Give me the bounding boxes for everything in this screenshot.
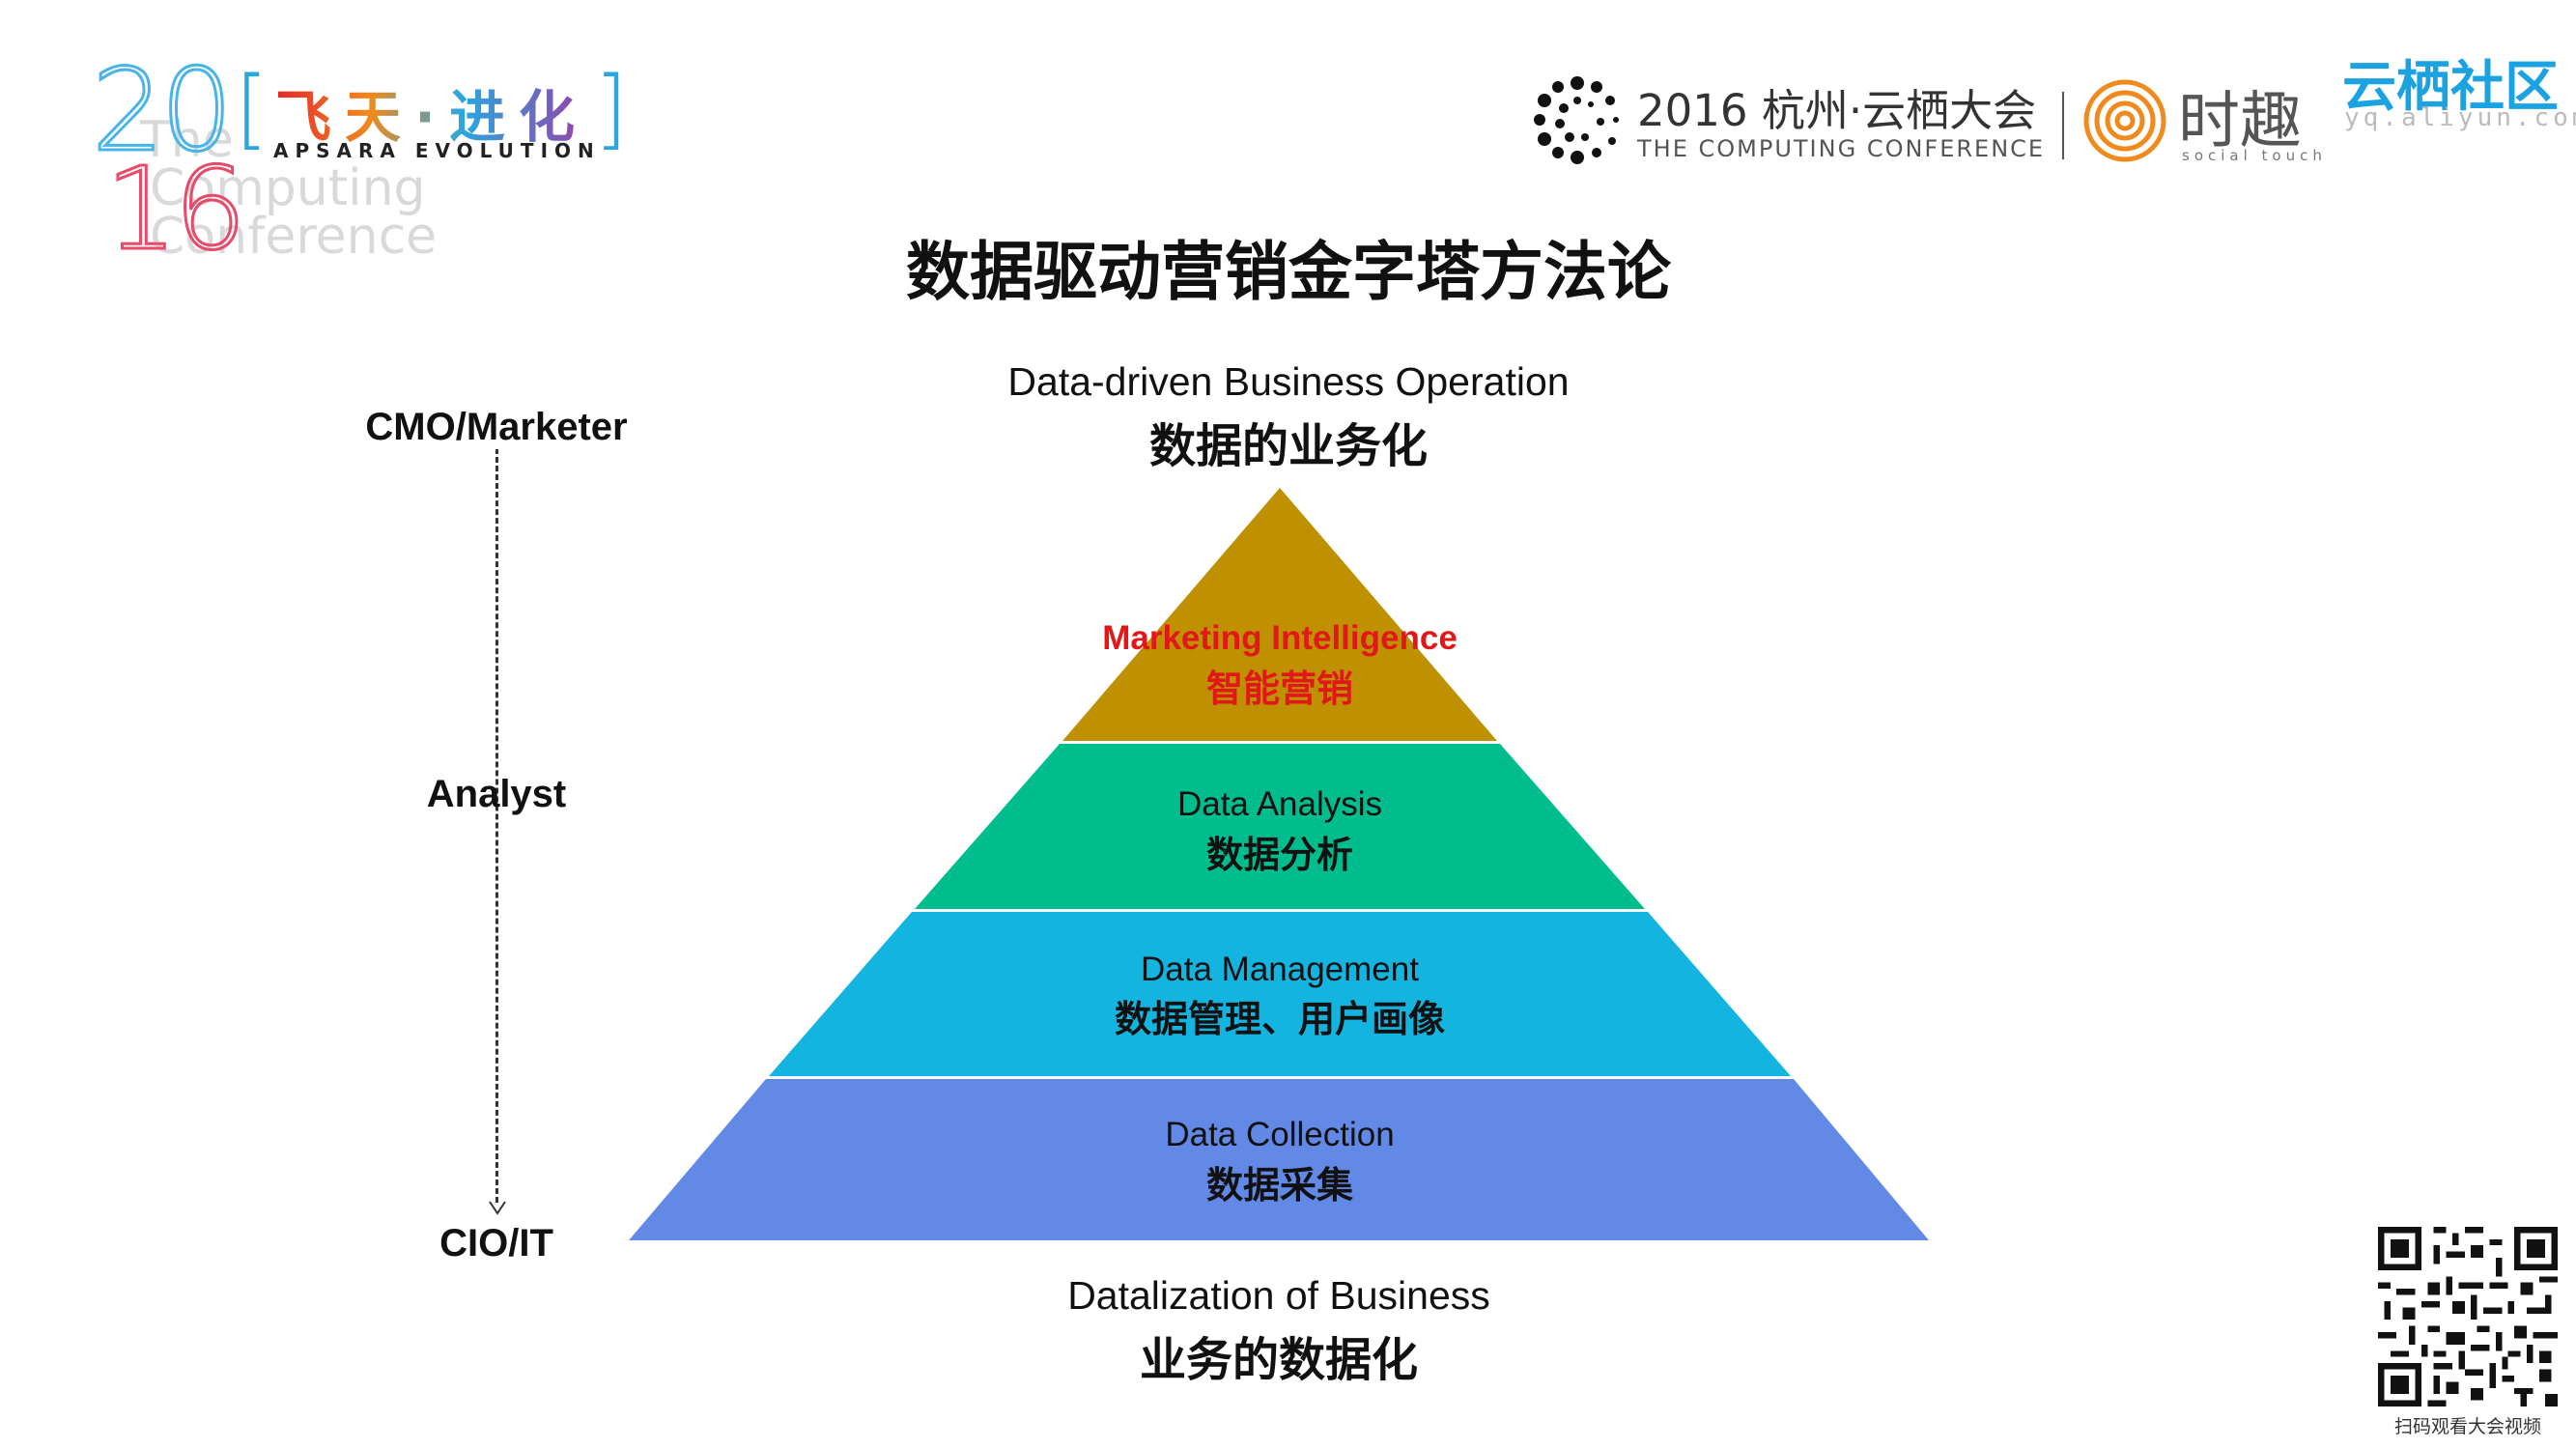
page-title: 数据驱动营销金字塔方法论 [906,235,1671,309]
shiqu-logo: 时趣 social touch [2081,77,2322,174]
logo-apsara-evolution: APSARA EVOLUTION [273,139,601,162]
bottom-caption-en: Datalization of Business [1067,1273,1490,1318]
qr-code-icon [2378,1227,2558,1406]
pyramid-level-2-en: Data Analysis [1176,785,1383,823]
logo-ghost-line-2: Computing [150,159,426,217]
yq-title: 云栖社区 [2342,56,2559,119]
logo-ghost-line-1: The [140,111,234,169]
logo-year-bottom: 16 [103,142,247,275]
computing-conference-logo: 2016 杭州·云栖大会 THE COMPUTING CONFERENCE [1531,68,2043,174]
pyramid-level-1-zh: 智能营销 [1205,668,1353,710]
conference-subtitle: THE COMPUTING CONFERENCE [1637,135,2046,162]
logo-bracket-left: [ [235,58,269,159]
shiqu-swirl-icon [2083,79,2166,162]
pyramid-level-4-en: Data Collection [1165,1116,1395,1153]
conference-dots-icon [1534,76,1619,164]
yunqi-community-logo: 云栖社区 yq.aliyun.com [2342,43,2576,150]
pyramid-level-3-zh: 数据管理、用户画像 [1114,998,1445,1040]
header-divider [2062,92,2064,159]
top-caption-zh: 数据的业务化 [1148,419,1428,473]
side-label-cmo: CMO/Marketer [352,406,641,449]
logo-ghost-line-3: Conference [150,208,438,266]
logo-year-top: 20 [90,43,234,177]
top-caption-en: Data-driven Business Operation [1007,359,1570,404]
pyramid-level-1-en: Marketing Intelligence [1102,619,1458,657]
pyramid-level-4-zh: 数据采集 [1205,1164,1353,1207]
side-axis-line [495,440,498,1203]
apsara-logo: The Computing Conference 20 16 [ ] 飞天·进化… [90,43,671,275]
shiqu-subtitle: social touch [2182,147,2327,164]
bottom-caption-zh: 业务的数据化 [1139,1333,1418,1387]
yq-url: yq.aliyun.com [2344,103,2576,132]
conference-title: 2016 杭州·云栖大会 [1637,85,2037,136]
side-axis-arrow-icon [489,1201,506,1215]
logo-bracket-right: ] [594,58,629,159]
side-label-cio: CIO/IT [439,1222,553,1264]
shiqu-title: 时趣 [2178,86,2302,157]
side-label-analyst: Analyst [426,773,567,815]
logo-feitian: 飞天·进化 [275,84,589,150]
qr-caption: 扫码观看大会视频 [2393,1416,2541,1437]
pyramid-level-3-en: Data Management [1141,951,1419,988]
pyramid-level-2-zh: 数据分析 [1205,834,1353,876]
